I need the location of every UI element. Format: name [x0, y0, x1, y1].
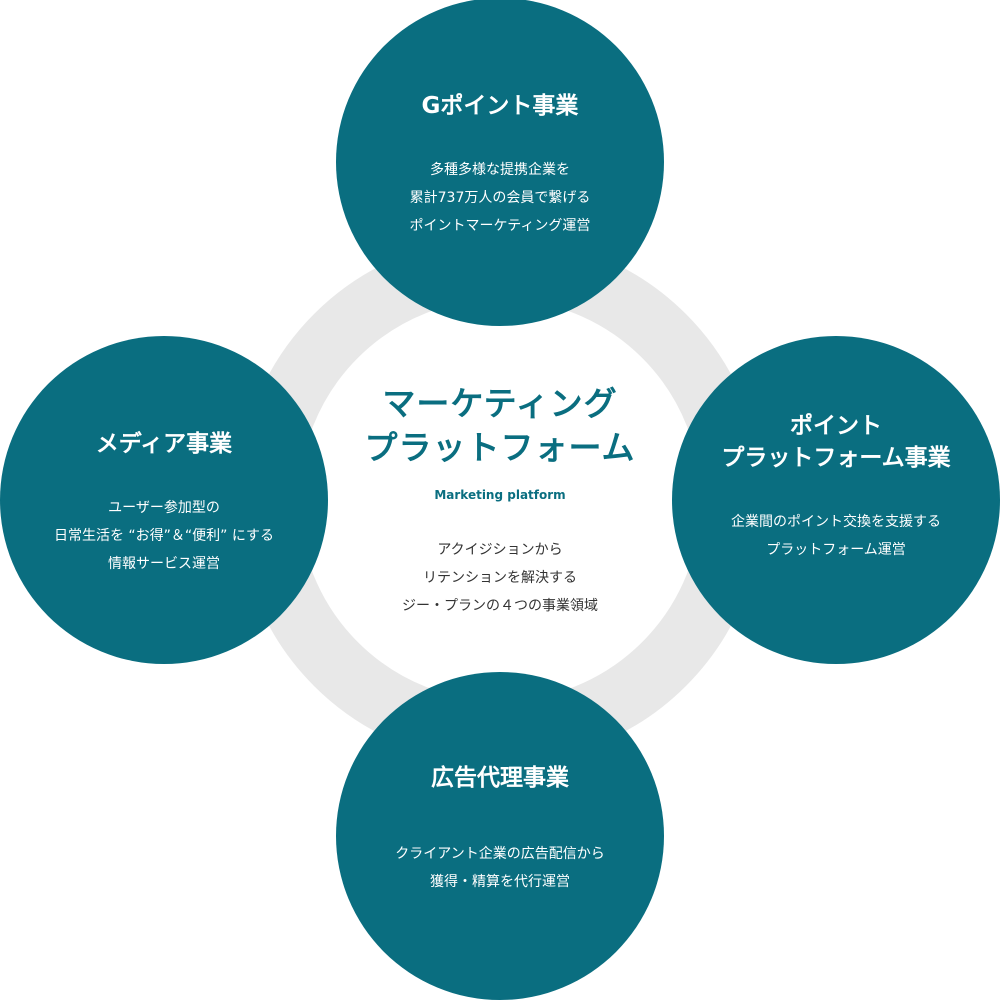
node-description: クライアント企業の広告配信から 獲得・精算を代行運営 [395, 846, 605, 890]
node-point-platform-business: ポイント プラットフォーム事業 企業間のポイント交換を支援する プラットフォーム… [672, 336, 1000, 664]
node-title: ポイント プラットフォーム事業 [721, 413, 951, 471]
node-description: 企業間のポイント交換を支援する プラットフォーム運営 [731, 514, 941, 558]
center-subtitle: Marketing platform [434, 488, 566, 502]
node-title: Gポイント事業 [421, 93, 579, 119]
node-ad-agency-business: 広告代理事業 クライアント企業の広告配信から 獲得・精算を代行運営 [336, 672, 664, 1000]
node-description: ユーザー参加型の 日常生活を “お得”＆“便利” にする 情報サービス運営 [53, 500, 275, 572]
center-hub: マーケティング プラットフォーム Marketing platform アクイジ… [300, 300, 700, 700]
node-title: メディア事業 [95, 431, 233, 457]
center-title: マーケティング プラットフォーム [364, 384, 636, 467]
node-title: 広告代理事業 [431, 765, 569, 791]
node-media-business: メディア事業 ユーザー参加型の 日常生活を “お得”＆“便利” にする 情報サー… [0, 336, 328, 664]
center-description: アクイジションから リテンションを解決する ジー・プランの４つの事業領域 [402, 542, 598, 614]
node-g-point-business: Gポイント事業 多種多様な提携企業を 累計737万人の会員で繋げる ポイントマー… [336, 0, 664, 326]
node-description: 多種多様な提携企業を 累計737万人の会員で繋げる ポイントマーケティング運営 [409, 162, 591, 234]
